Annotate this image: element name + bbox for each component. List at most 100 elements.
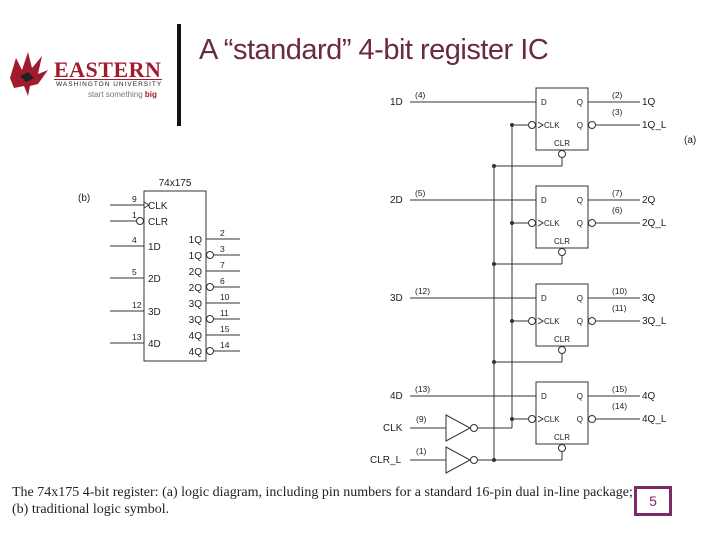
- clk-label: CLK: [383, 423, 403, 434]
- ic-right-pin-num-2: 7: [220, 260, 225, 270]
- q-pin-3: (10): [612, 286, 627, 296]
- clk-inverter: [445, 414, 472, 442]
- ff-clk-label: CLK: [544, 317, 560, 326]
- diagram-b-tag: (b): [78, 193, 90, 204]
- ff-q-label: Q: [577, 392, 583, 401]
- ff-clr-label: CLR: [554, 237, 570, 246]
- figure-caption: The 74x175 4-bit register: (a) logic dia…: [12, 484, 712, 518]
- logo-wordmark: EASTERN: [54, 57, 162, 82]
- ic-right-pin-name-4: 3Q: [189, 299, 203, 310]
- logo-tagline-bold: big: [144, 90, 157, 99]
- input-pin-3: (12): [415, 286, 430, 296]
- ff-q-label: Q: [577, 98, 583, 107]
- clr-pin: (1): [416, 446, 427, 456]
- ff-d-label: D: [541, 98, 547, 107]
- ic-left-pin-num-3: 5: [132, 267, 137, 277]
- clock-triangle: [537, 219, 544, 227]
- ic-left-pin-name-0: CLK: [148, 201, 168, 212]
- q-label-1: 1Q: [642, 97, 656, 108]
- caption-line-1: The 74x175 4-bit register: (a) logic dia…: [12, 485, 633, 500]
- qn-bubble: [588, 415, 596, 423]
- ff-clr-label: CLR: [554, 433, 570, 442]
- eagle-icon: [10, 52, 48, 96]
- qn-pin-2: (6): [612, 205, 623, 215]
- flip-flop-1: [535, 87, 589, 151]
- qn-pin-3: (11): [612, 303, 627, 313]
- clock-triangle: [537, 121, 544, 129]
- ic-output-bubble: [206, 283, 214, 291]
- ff-d-label: D: [541, 196, 547, 205]
- input-pin-2: (5): [415, 188, 426, 198]
- ff-d-label: D: [541, 392, 547, 401]
- qn-label-1: 1Q_L: [642, 120, 667, 131]
- clk-bubble: [528, 317, 536, 325]
- logo-tagline-prefix: start something: [88, 90, 145, 99]
- clr-bubble: [558, 444, 566, 452]
- clr-inverter: [445, 446, 472, 474]
- input-label-1: 1D: [390, 97, 403, 108]
- qn-label-3: 3Q_L: [642, 316, 667, 327]
- q-label-2: 2Q: [642, 195, 656, 206]
- q-pin-2: (7): [612, 188, 623, 198]
- ff-qn-label: Q: [577, 415, 583, 424]
- ic-right-pin-name-2: 2Q: [189, 267, 203, 278]
- ff-clk-label: CLK: [544, 415, 560, 424]
- ic-right-pin-num-7: 14: [220, 340, 230, 350]
- ic-left-pin-num-2: 4: [132, 235, 137, 245]
- clock-triangle: [537, 415, 544, 423]
- ic-left-pin-name-3: 2D: [148, 274, 161, 285]
- ic-left-pin-num-1: 1: [132, 210, 137, 220]
- q-pin-1: (2): [612, 90, 623, 100]
- ic-right-pin-num-3: 6: [220, 276, 225, 286]
- slide-title: A “standard” 4-bit register IC: [199, 34, 549, 66]
- logic-symbol-b: (b)74x175CLK9CLR11D42D53D124D131Q21Q32Q7…: [78, 178, 240, 362]
- logo-tagline: start something big: [88, 90, 157, 99]
- ic-right-pin-name-6: 4Q: [189, 331, 203, 342]
- ic-left-pin-name-2: 1D: [148, 242, 161, 253]
- ic-right-pin-name-0: 1Q: [189, 235, 203, 246]
- ic-output-bubble: [206, 315, 214, 323]
- q-label-3: 3Q: [642, 293, 656, 304]
- clk-bubble: [528, 415, 536, 423]
- ff-q-label: Q: [577, 294, 583, 303]
- ff-qn-label: Q: [577, 121, 583, 130]
- qn-label-4: 4Q_L: [642, 414, 667, 425]
- ic-left-pin-num-4: 12: [132, 300, 142, 310]
- ic-right-pin-num-0: 2: [220, 228, 225, 238]
- clr-label: CLR_L: [370, 455, 402, 466]
- logo-subtitle: WASHINGTON UNIVERSITY: [56, 81, 163, 88]
- ic-right-pin-num-6: 15: [220, 324, 230, 334]
- ic-left-pin-num-0: 9: [132, 194, 137, 204]
- page-number: 5: [634, 486, 672, 516]
- logo-rule: [54, 79, 162, 80]
- input-pin-1: (4): [415, 90, 426, 100]
- ic-left-pin-name-4: 3D: [148, 307, 161, 318]
- input-pin-4: (13): [415, 384, 430, 394]
- flip-flop-4: [535, 381, 589, 445]
- q-label-4: 4Q: [642, 391, 656, 402]
- qn-bubble: [588, 317, 596, 325]
- ic-left-pin-num-5: 13: [132, 332, 142, 342]
- q-pin-4: (15): [612, 384, 627, 394]
- input-label-3: 3D: [390, 293, 403, 304]
- qn-pin-4: (14): [612, 401, 627, 411]
- clk-inverter-bubble: [470, 424, 478, 432]
- ic-left-pin-name-5: 4D: [148, 339, 161, 350]
- caption-line-2: (b) traditional logic symbol.: [12, 502, 170, 517]
- ic-left-pin-name-1: CLR: [148, 217, 168, 228]
- ic-right-pin-num-1: 3: [220, 244, 225, 254]
- ff-d-label: D: [541, 294, 547, 303]
- clr-bubble: [558, 248, 566, 256]
- ff-clr-label: CLR: [554, 139, 570, 148]
- clock-triangle: [143, 201, 150, 209]
- ff-qn-label: Q: [577, 317, 583, 326]
- qn-label-2: 2Q_L: [642, 218, 667, 229]
- qn-pin-1: (3): [612, 107, 623, 117]
- input-label-4: 4D: [390, 391, 403, 402]
- ic-symbol-box: [143, 190, 207, 362]
- clr-bubble: [558, 150, 566, 158]
- clr-inverter-bubble: [470, 456, 478, 464]
- ff-q-label: Q: [577, 196, 583, 205]
